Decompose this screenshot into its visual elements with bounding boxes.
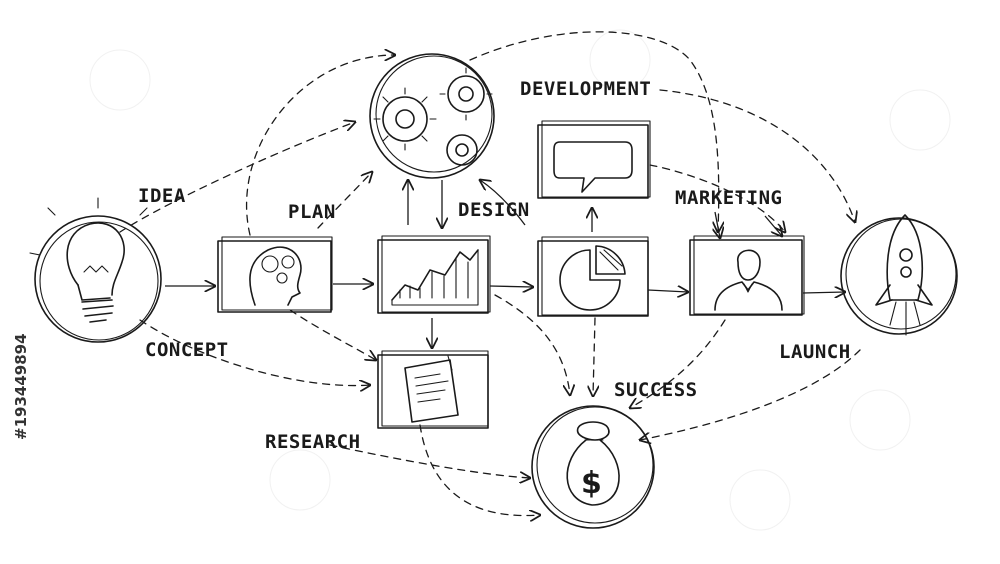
document-icon — [404, 355, 459, 423]
pie-chart-icon — [559, 245, 626, 311]
dollar-sign: $ — [581, 466, 602, 501]
launch-node — [840, 214, 958, 336]
money-bag-icon: $ — [566, 421, 620, 506]
marketing-node — [689, 235, 805, 316]
label-launch: LAUNCH — [779, 341, 851, 363]
rocket-icon — [875, 214, 933, 336]
gears-icon — [373, 67, 493, 166]
lightbulb-icon — [29, 197, 148, 323]
head-gears-icon — [249, 246, 302, 306]
label-marketing: MARKETING — [675, 187, 782, 209]
label-research: RESEARCH — [265, 431, 361, 453]
solid-arrows — [165, 180, 845, 348]
pie-node — [537, 236, 649, 317]
gears-node — [369, 53, 495, 179]
plan-node — [217, 236, 333, 313]
label-development: DEVELOPMENT — [520, 78, 651, 100]
label-success: SUCCESS — [614, 379, 698, 401]
research-node — [377, 350, 489, 429]
success-node: $ — [531, 405, 655, 529]
labels: IDEA PLAN DESIGN DEVELOPMENT MARKETING C… — [138, 78, 851, 453]
label-concept: CONCEPT — [145, 339, 229, 361]
watermark-pattern — [89, 29, 951, 531]
chart-icon — [391, 249, 479, 306]
label-plan: PLAN — [288, 201, 336, 223]
development-node — [537, 120, 651, 199]
dashed-connectors — [119, 31, 861, 516]
stock-id: #193449894 — [12, 333, 30, 440]
design-node — [377, 235, 491, 314]
person-icon — [714, 249, 783, 311]
label-idea: IDEA — [138, 185, 186, 207]
lightbulb-node — [29, 197, 162, 343]
speech-bubble-icon — [553, 141, 633, 193]
label-design: DESIGN — [458, 199, 530, 221]
